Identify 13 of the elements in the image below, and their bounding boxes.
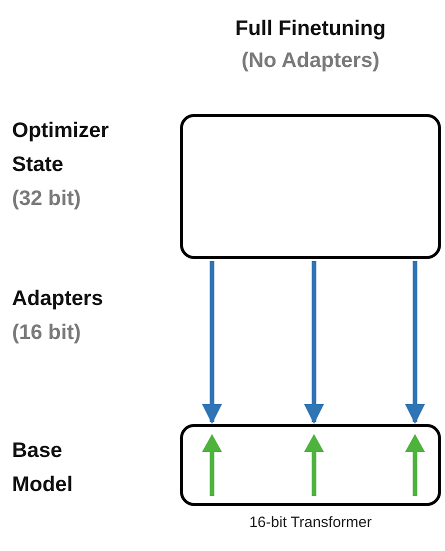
row-label: Adapters [12,286,104,312]
bit-width-label: (16 bit) [12,320,82,346]
arrow [304,261,324,424]
rounded-box [180,424,441,506]
bit-width-label: (32 bit) [12,186,82,212]
rounded-box [180,114,441,259]
arrow [202,261,222,424]
caption: 16-bit Transformer [248,514,373,531]
row-label: Optimizer State [12,118,110,178]
row-label: Base Model [12,438,74,498]
subtitle: (No Adapters) [240,48,381,74]
title: Full Finetuning [234,16,387,42]
arrow [404,261,426,424]
